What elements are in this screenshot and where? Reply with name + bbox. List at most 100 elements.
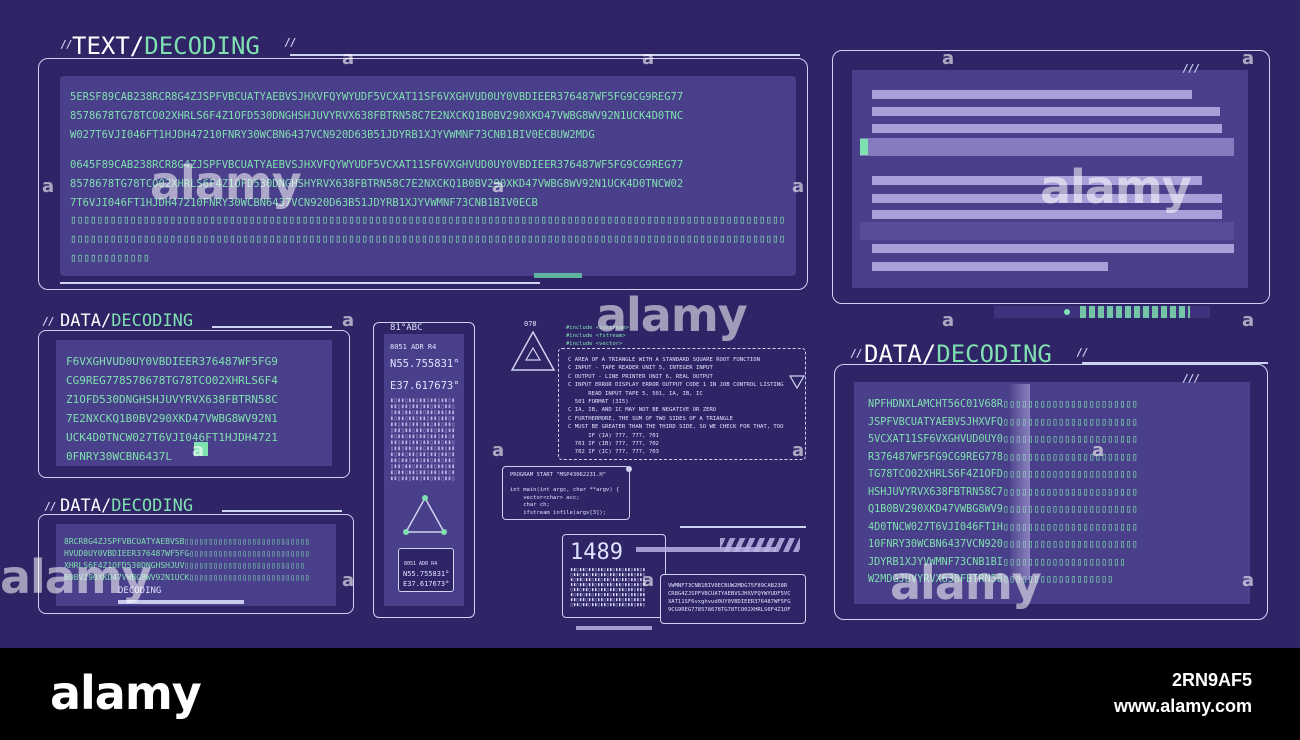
- coord-small-label: 8051 ADR R4: [404, 561, 438, 567]
- big-number: 1489: [570, 540, 623, 565]
- stripe-bar: [636, 547, 776, 552]
- divider-line: [212, 326, 332, 328]
- alamy-logo: alamy: [50, 666, 202, 720]
- watermark-letter: a: [642, 48, 655, 69]
- title-suffix: DECODING: [111, 311, 194, 331]
- status-dot: [1064, 309, 1070, 315]
- triangle-node: [441, 529, 447, 535]
- watermark-letter: a: [1092, 440, 1105, 461]
- triangle-node: [422, 495, 428, 501]
- hatch-mark: //: [60, 38, 72, 51]
- decoding-caption: DECODING: [118, 586, 162, 596]
- data-panel-3-body: [854, 382, 1250, 604]
- divider-line: [222, 510, 342, 512]
- coord-value-4: E37.617673°: [403, 580, 450, 588]
- highlight-bar: [860, 222, 1234, 240]
- data-panel-2-frame: [38, 514, 354, 614]
- triangle-icon: [403, 495, 447, 535]
- bottom-line: [60, 282, 540, 284]
- watermark: alamy: [150, 156, 302, 210]
- watermark-letter: a: [42, 176, 55, 197]
- watermark-letter: a: [1242, 570, 1255, 591]
- title-prefix: DATA/: [60, 496, 112, 516]
- data-panel-2-text: 8RCR8G4ZJSPFVBCUATYAEBVSB▯▯▯▯▯▯▯▯▯▯▯▯▯▯▯…: [64, 537, 310, 582]
- program-code: PROGRAM START "MSP43062231.H" int main(i…: [510, 472, 620, 516]
- scan-highlight: [1010, 384, 1030, 580]
- hatch-mark: //: [1076, 346, 1088, 359]
- data-decoding-title-1: DATA/DECODING: [60, 311, 193, 331]
- coord-line-1: 8051 ADR R4: [390, 343, 437, 351]
- placeholder-boxes: ▯▯▯▯▯▯▯▯▯▯▯▯▯▯▯▯▯▯▯▯▯▯▯▯▯▯▯▯▯▯▯▯▯▯▯▯▯▯▯▯…: [70, 210, 790, 268]
- watermark-letter: a: [942, 310, 955, 331]
- watermark: alamy: [1040, 160, 1192, 214]
- coord-value-3: N55.755831°: [403, 570, 450, 578]
- divider-line: [290, 54, 800, 56]
- triangle-shape: [404, 496, 446, 533]
- redacted-line: [872, 176, 1202, 185]
- data-panel-1-frame: [38, 330, 350, 478]
- level-bars: [1080, 306, 1190, 318]
- triangle-node: [403, 529, 409, 535]
- watermark-letter: a: [342, 48, 355, 69]
- boxes-text: ▯▯▯▯▯▯▯▯▯▯▯▯▯▯▯▯▯▯▯▯▯▯▯▯▯▯▯▯▯▯▯▯▯▯▯▯▯▯▯▯…: [70, 213, 786, 264]
- number-text-frame: [660, 574, 806, 624]
- status-dot: [626, 466, 632, 472]
- code-panel-label: 078: [524, 320, 537, 328]
- triangle-warning-icon: [510, 330, 556, 371]
- coord-value-1: N55.755831°: [390, 358, 460, 370]
- coord-panel-frame: [373, 322, 475, 618]
- decoding-progress-bar: [118, 600, 244, 604]
- watermark-letter: a: [642, 570, 655, 591]
- code-block-1: 5ERSF89CAB238RCR8G4ZJSPFVBCUATYAEBVSJHXV…: [70, 91, 684, 141]
- title-prefix: DATA/: [60, 311, 112, 331]
- warning-triangle-outer: [510, 330, 556, 371]
- hatch-mark: ///: [1182, 62, 1200, 75]
- watermark-letter: a: [1242, 310, 1255, 331]
- redacted-line: [872, 210, 1222, 219]
- text-decoding-body: [60, 76, 796, 276]
- highlight-marker: [860, 139, 868, 155]
- redacted-line: [872, 262, 1108, 271]
- warning-triangle-inner: [524, 346, 542, 361]
- stripe-bar: [576, 626, 652, 630]
- progress-segments: [534, 273, 582, 278]
- redacted-panel-frame: [832, 50, 1270, 304]
- text-decoding-title: TEXT/DECODING: [72, 32, 260, 60]
- title-prefix: TEXT/: [72, 32, 145, 60]
- title-suffix: DECODING: [144, 32, 260, 60]
- watermark-letter: a: [192, 440, 205, 461]
- frame-line: [680, 526, 806, 528]
- hatch-mark: //: [42, 315, 54, 328]
- hatch-mark: ///: [1182, 372, 1200, 385]
- stripe-bar: [720, 538, 800, 552]
- redacted-line: [872, 244, 1234, 253]
- include-lines: #include <iostream> #include <fstream> #…: [566, 325, 629, 347]
- hatch-mark: //: [44, 500, 56, 513]
- data-decoding-title-2: DATA/DECODING: [60, 496, 193, 516]
- watermark-letter: a: [792, 440, 805, 461]
- coord-noise-text: ▮▯▮▮▯▮▮▯▮▮▯▮▮▯▮▮▯▮ ▮▮▯▮▮▯▮▮▯▮▮▯▮▮▯▮▮▯ ▯▮…: [390, 398, 456, 482]
- footer-bar: alamy 2RN9AF5 www.alamy.com: [0, 648, 1300, 740]
- title-suffix: DECODING: [936, 340, 1052, 368]
- text-decoding-frame: [38, 58, 808, 290]
- redacted-line: [872, 124, 1222, 133]
- code-block-2: 0645F89CAB238RCR8G4ZJSPFVBCUATYAEBVSJHXV…: [70, 159, 684, 209]
- watermark-letter: a: [1242, 48, 1255, 69]
- hatch-mark: //: [284, 36, 296, 49]
- highlight-bar: [860, 138, 1234, 156]
- hatch-mark: //: [850, 347, 862, 360]
- coord-header: 81°ABC: [390, 323, 423, 333]
- number-noise: ▮▮▯▮▮▯▮▮▯▮▮▯▮▮▯▮▮▯▮▮▯▮▮▯▮ ▯▮▮▯▮▮▯▮▮▯▮▮▯▮…: [570, 568, 646, 608]
- fortran-code: C AREA OF A TRIANGLE WITH A STANDARD SQU…: [568, 357, 784, 456]
- image-id: 2RN9AF5: [1171, 670, 1252, 690]
- coord-subpanel: [398, 548, 454, 592]
- small-triangle-icon: [788, 375, 806, 390]
- watermark-letter: a: [492, 440, 505, 461]
- divider-line: [1082, 362, 1268, 364]
- small-triangle-shape: [788, 375, 806, 390]
- watermark-letter: a: [342, 570, 355, 591]
- program-panel-frame: [502, 466, 630, 520]
- watermark-letter: a: [942, 48, 955, 69]
- watermark: alamy: [596, 288, 748, 342]
- data-panel-1-text: F6VXGHVUD0UY0VBDIEER376487WF5FG9 CG9REG7…: [66, 355, 278, 463]
